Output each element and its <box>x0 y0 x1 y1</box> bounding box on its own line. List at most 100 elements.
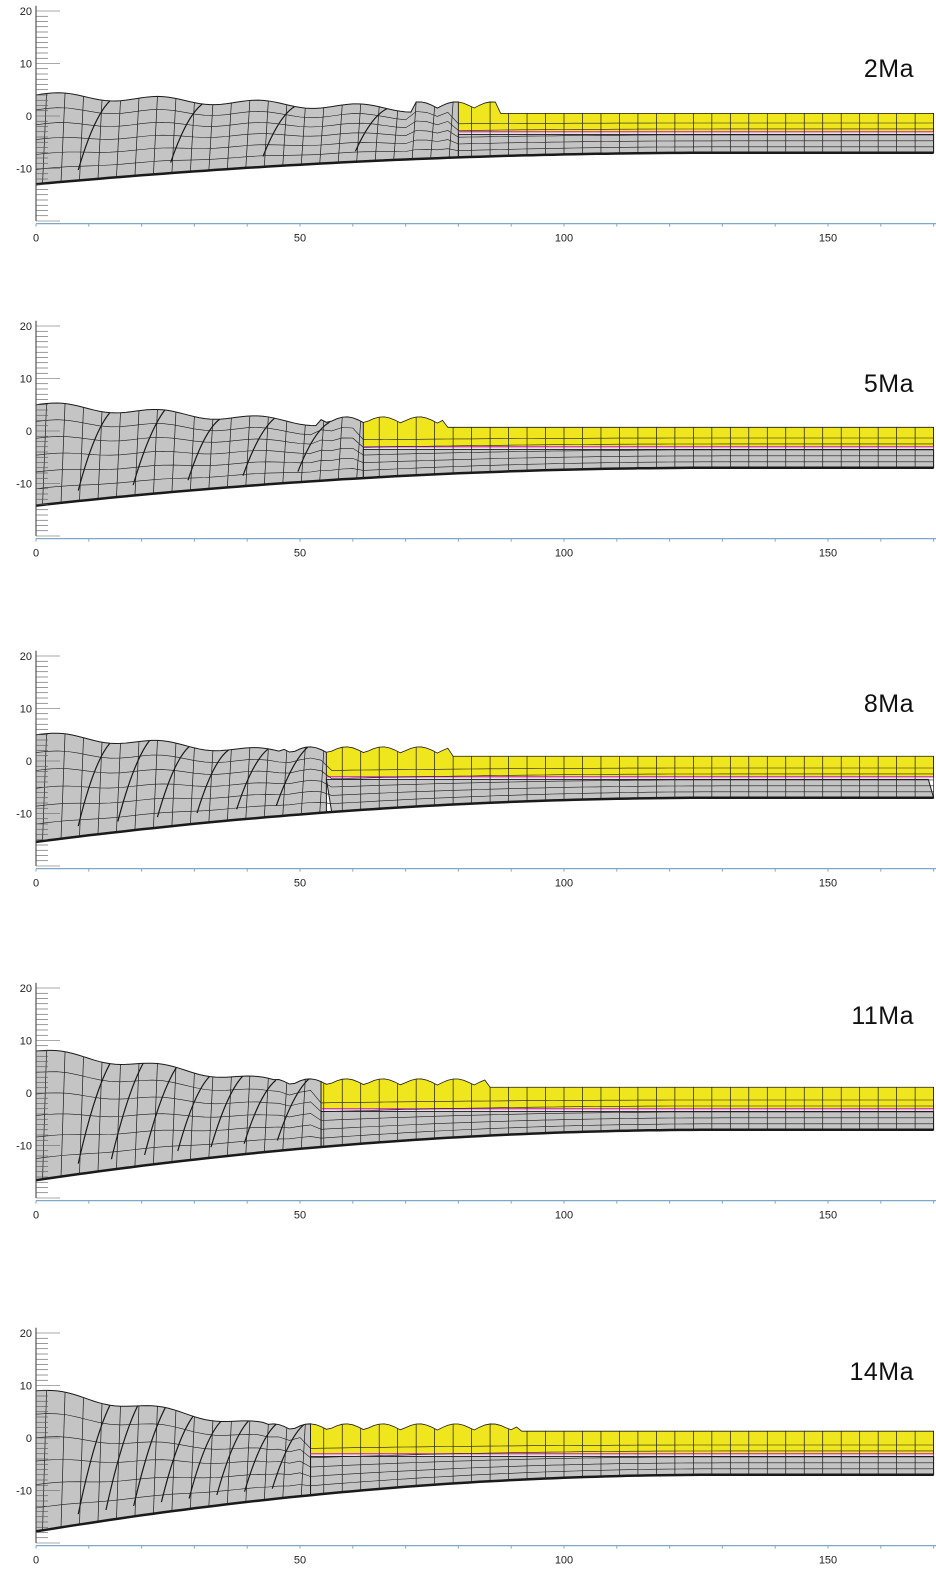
x-tick-label: 100 <box>555 548 573 560</box>
thrust-fault <box>275 746 309 807</box>
x-tick-label: 50 <box>294 878 306 890</box>
y-tick-label: 20 <box>20 6 32 18</box>
x-tick-label: 150 <box>819 233 837 245</box>
x-axis: 0 50 100 150 <box>33 538 936 560</box>
mesh-line <box>411 102 417 160</box>
x-tick-label: 150 <box>819 1210 837 1222</box>
thrust-fault <box>196 749 230 814</box>
y-tick-label: 10 <box>20 704 32 716</box>
thrust-fault <box>77 412 111 491</box>
thrust-fault <box>77 100 111 171</box>
x-tick-label: 0 <box>33 878 39 890</box>
thrust-fault <box>276 1078 310 1141</box>
y-tick-label: 0 <box>26 756 32 768</box>
mesh-line <box>35 1462 934 1485</box>
mesh-line <box>35 1123 934 1159</box>
wedge-hinterland <box>35 92 459 185</box>
y-tick-label: 10 <box>20 374 32 386</box>
mesh-line <box>356 421 362 479</box>
y-tick-label: 0 <box>26 1433 32 1445</box>
y-tick-label: 20 <box>20 321 32 333</box>
mesh-line <box>35 139 934 155</box>
time-label: 8Ma <box>863 690 914 718</box>
thrust-fault <box>354 108 388 152</box>
mesh-line <box>35 1092 934 1113</box>
y-tick-label: -10 <box>16 1141 32 1153</box>
thrust-fault <box>132 409 166 486</box>
x-tick-label: 50 <box>294 233 306 245</box>
mesh-line <box>35 1456 934 1468</box>
thrust-fault <box>188 1421 222 1499</box>
x-tick-label: 100 <box>555 1210 573 1222</box>
x-tick-label: 100 <box>555 1555 573 1567</box>
y-axis: 20 10 0 -10 <box>16 1327 60 1544</box>
y-tick-label: -10 <box>16 1486 32 1498</box>
x-tick-label: 150 <box>819 548 837 560</box>
time-label: 2Ma <box>863 55 914 83</box>
y-tick-label: 10 <box>20 1381 32 1393</box>
mesh-line <box>35 120 934 131</box>
mesh-line <box>35 107 934 125</box>
x-tick-label: 150 <box>819 1555 837 1567</box>
thrust-fault <box>133 1407 166 1507</box>
x-tick-label: 0 <box>33 1555 39 1567</box>
thrust-fault <box>216 1420 249 1496</box>
mesh-line <box>35 436 934 448</box>
x-tick-label: 0 <box>33 548 39 560</box>
foreland-sediment-layer <box>310 1423 934 1455</box>
x-tick-label: 150 <box>819 878 837 890</box>
x-tick-label: 0 <box>33 233 39 245</box>
mesh-line <box>35 419 934 441</box>
thrust-fault <box>170 103 203 163</box>
mesh-line <box>300 1079 306 1149</box>
foreland-sediment-layer <box>457 101 934 133</box>
basal-decollement <box>35 151 934 186</box>
thrust-fault <box>105 1405 139 1511</box>
y-tick-label: 10 <box>20 59 32 71</box>
thrust-fault <box>187 418 221 481</box>
mesh-line <box>35 1111 934 1121</box>
mesh-line <box>35 1436 934 1459</box>
x-axis: 0 50 100 150 <box>33 1200 936 1222</box>
mesh-line <box>300 1424 306 1496</box>
mesh-line <box>35 130 934 140</box>
x-tick-label: 50 <box>294 1210 306 1222</box>
x-tick-label: 100 <box>555 233 573 245</box>
mesh-line <box>35 750 934 771</box>
thrust-fault <box>156 746 190 818</box>
mesh-line <box>35 779 934 789</box>
mesh-line <box>35 785 934 807</box>
mesh-line <box>35 461 934 490</box>
mesh-line <box>35 791 934 825</box>
x-tick-label: 50 <box>294 1555 306 1567</box>
foreland-sediment-layer <box>325 746 934 778</box>
thrust-fault <box>242 417 276 476</box>
x-tick-label: 50 <box>294 548 306 560</box>
time-label: 11Ma <box>851 1002 914 1030</box>
thrust-fault <box>144 1067 177 1156</box>
y-tick-label: -10 <box>16 479 32 491</box>
mesh-line <box>35 1468 934 1509</box>
thrust-fault <box>271 1424 305 1489</box>
mesh-line <box>35 146 934 170</box>
thrust-fault <box>262 105 296 157</box>
y-tick-label: 20 <box>20 1328 32 1340</box>
basal-decollement <box>35 466 934 507</box>
y-tick-label: 0 <box>26 111 32 123</box>
time-label: 14Ma <box>849 1358 914 1386</box>
thrust-fault <box>297 421 330 472</box>
mesh-line <box>35 768 934 780</box>
mesh-line <box>35 448 934 456</box>
x-tick-label: 0 <box>33 1210 39 1222</box>
